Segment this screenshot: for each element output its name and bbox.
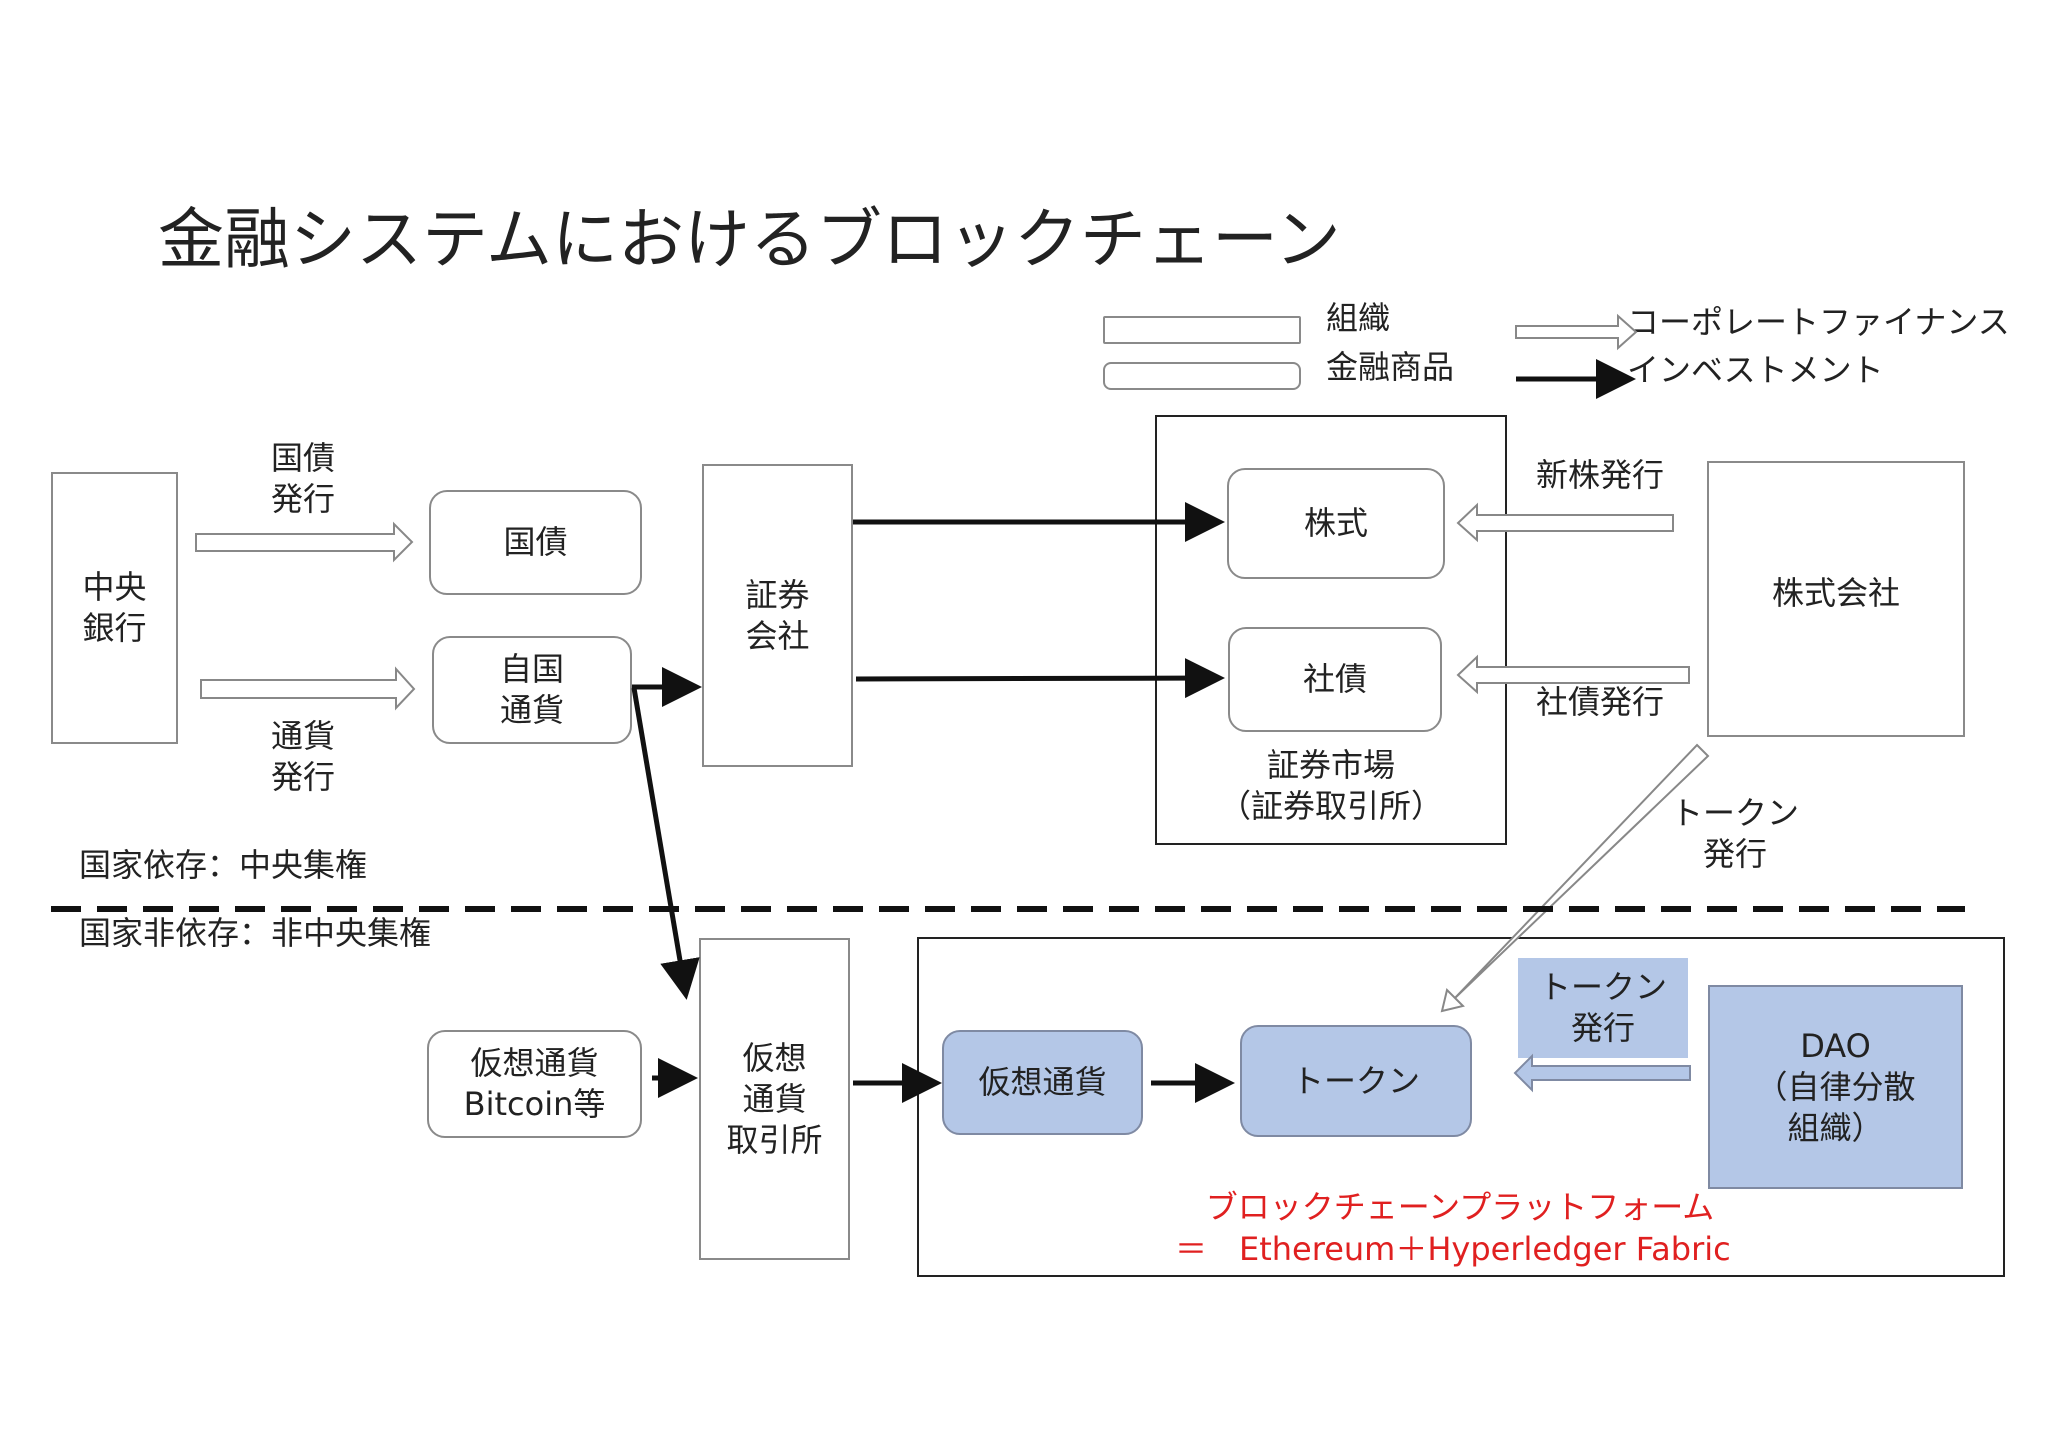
bond-issue-label: 社債発行 [1535,683,1664,721]
own-currency-box: 自国通貨 [432,636,632,744]
state-dependent-label: 国家依存：中央集権 [79,846,368,884]
central-bank-box: 中央銀行 [51,472,178,744]
token-issue-company-label: トークン 発行 [1670,794,1799,873]
token-box: トークン [1240,1025,1472,1137]
platform-examples: ＝ Ethereum＋Hyperledger Fabric [1175,1230,1731,1268]
legend-financial-product-label: 金融商品 [1326,348,1455,386]
securities-company-box: 証券会社 [702,464,853,767]
dao-box: DAO（自律分散組織） [1708,985,1963,1189]
new-share-issue-label: 新株発行 [1535,456,1664,494]
joint-stock-company-box: 株式会社 [1707,461,1965,737]
legend-investment-label: インベストメント [1627,351,1884,389]
securities-market-container [1155,415,1507,845]
bond-issue-arrow [1456,654,1690,695]
currency-issue-label: 通貨 発行 [270,717,335,796]
blockchain-platform-container [917,937,2005,1277]
legend-financial-product-swatch [1103,362,1301,390]
corporate-bond-box: 社債 [1228,627,1442,732]
token-issue-dao-arrow [1513,1053,1691,1093]
jgb-box: 国債 [429,490,642,595]
platform-title: ブロックチェーンプラットフォーム [1205,1188,1715,1226]
legend-organization-swatch [1103,316,1301,344]
securities-to-bond-arrow [855,658,1225,699]
token-issue-company-arrow [1440,743,1710,1013]
currency-to-exchange-arrow [631,687,700,1000]
legend-corporate-finance-arrow [1515,313,1638,351]
token-issue-dao-label-box: トークン発行 [1518,958,1688,1058]
legend-organization-label: 組織 [1326,299,1391,337]
currency-issue-arrow [200,666,416,711]
stock-box: 株式 [1227,468,1445,579]
jgb-issue-arrow [195,521,414,563]
virtual-currency-box: 仮想通貨 [942,1030,1143,1135]
page-title: 金融システムにおけるブロックチェーン [158,201,1341,278]
legend-corporate-finance-label: コーポレートファイナンス [1627,303,2010,341]
state-independent-label: 国家非依存：非中央集権 [79,914,432,952]
new-share-issue-arrow [1456,502,1674,543]
crypto-exchange-box: 仮想通貨取引所 [699,938,850,1260]
jgb-issue-label: 国債 発行 [270,439,335,518]
securities-market-label: 証券市場 （証券取引所） [1218,746,1443,825]
